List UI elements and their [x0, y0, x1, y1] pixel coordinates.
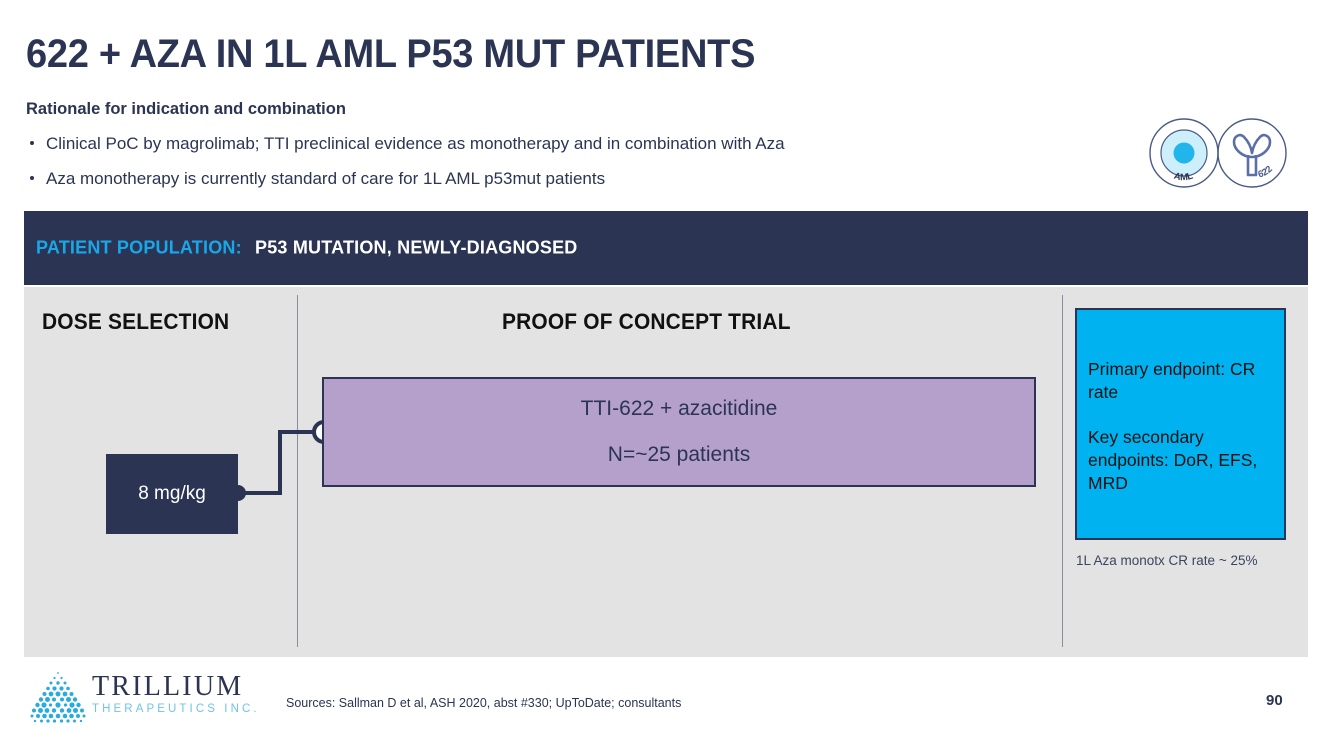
patient-population-band: PATIENT POPULATION: P53 MUTATION, NEWLY-… [24, 211, 1308, 285]
antibody-badge-label: 622 [1257, 164, 1275, 181]
svg-text:622: 622 [1257, 164, 1275, 181]
trillium-logo-icon [28, 669, 88, 727]
svg-text:AML: AML [1173, 171, 1195, 184]
logo-primary-text: TRILLIUM [92, 671, 244, 702]
page-title: 622 + AZA IN 1L AML P53 MUT PATIENTS [26, 32, 756, 76]
dose-box: 8 mg/kg [106, 454, 238, 534]
trillium-wordmark: TRILLIUM THERAPEUTICS INC. [92, 672, 260, 716]
list-item-text: Clinical PoC by magrolimab; TTI preclini… [46, 134, 785, 153]
subtitle: Rationale for indication and combination [26, 100, 346, 118]
treatment-arm-enrollment: N=~25 patients [607, 443, 751, 466]
endpoints-box: Primary endpoint: CR rate Key secondary … [1075, 308, 1286, 540]
bullet-dot-icon [30, 176, 34, 180]
logo-secondary-text: THERAPEUTICS INC. [92, 703, 260, 715]
patient-population-value: P53 MUTATION, NEWLY-DIAGNOSED [255, 237, 578, 258]
rationale-bullet-list: Clinical PoC by magrolimab; TTI preclini… [26, 134, 1116, 204]
dose-selection-header: DOSE SELECTION [42, 309, 230, 334]
aml-cell-badge: AML [1148, 117, 1220, 189]
trial-design-panel: DOSE SELECTION PROOF OF CONCEPT TRIAL 8 … [24, 287, 1308, 657]
column-divider-left [297, 295, 298, 647]
list-item-text: Aza monotherapy is currently standard of… [46, 169, 606, 188]
aml-badge-label: AML [1173, 171, 1195, 184]
antibody-622-badge: 622 [1216, 117, 1288, 189]
secondary-endpoints-text: Key secondary endpoints: DoR, EFS, MRD [1088, 427, 1258, 493]
bullet-dot-icon [30, 141, 34, 145]
column-divider-right [1062, 295, 1063, 647]
treatment-arm-box: TTI-622 + azacitidine N=~25 patients [322, 377, 1036, 487]
proof-of-concept-header: PROOF OF CONCEPT TRIAL [502, 309, 791, 334]
endpoint-benchmark-note: 1L Aza monotx CR rate ~ 25% [1076, 553, 1258, 568]
list-item: Clinical PoC by magrolimab; TTI preclini… [26, 134, 1116, 153]
treatment-arm-regimen: TTI-622 + azacitidine [580, 397, 778, 420]
primary-endpoint-text: Primary endpoint: CR rate [1088, 359, 1256, 402]
sources-line: Sources: Sallman D et al, ASH 2020, abst… [286, 696, 682, 710]
list-item: Aza monotherapy is currently standard of… [26, 169, 1116, 188]
patient-population-label: PATIENT POPULATION: [36, 237, 242, 258]
dose-box-label: 8 mg/kg [138, 483, 206, 504]
badge-group: AML 622 [1148, 117, 1308, 191]
page-number: 90 [1266, 692, 1283, 709]
